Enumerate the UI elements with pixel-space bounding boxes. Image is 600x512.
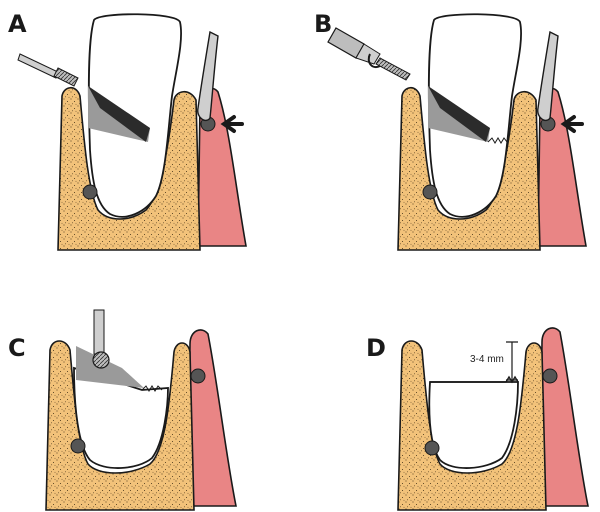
empty-socket <box>429 382 518 468</box>
ligament-dot <box>71 439 85 453</box>
gingiva <box>540 328 588 506</box>
ligament-dot <box>423 185 437 199</box>
extraction-diagram-d <box>300 256 600 512</box>
gingiva <box>188 330 236 506</box>
ligament-dot <box>191 369 205 383</box>
panel-d: D 3-4 mm <box>300 256 600 512</box>
extraction-diagram-a <box>0 0 300 256</box>
round-bur-head <box>93 352 109 368</box>
panel-b: B <box>300 0 600 256</box>
round-bur-shaft <box>94 310 104 354</box>
ligament-dot <box>83 185 97 199</box>
burr-tip <box>54 68 78 86</box>
ligament-dot <box>425 441 439 455</box>
extraction-diagram-c <box>0 256 300 512</box>
measurement-bracket <box>506 342 518 380</box>
panel-c: C <box>0 256 300 512</box>
panel-a: A <box>0 0 300 256</box>
handpiece-bur <box>376 58 410 80</box>
burr-shaft <box>18 54 58 78</box>
ligament-dot <box>543 369 557 383</box>
extraction-diagram-b <box>300 0 600 256</box>
